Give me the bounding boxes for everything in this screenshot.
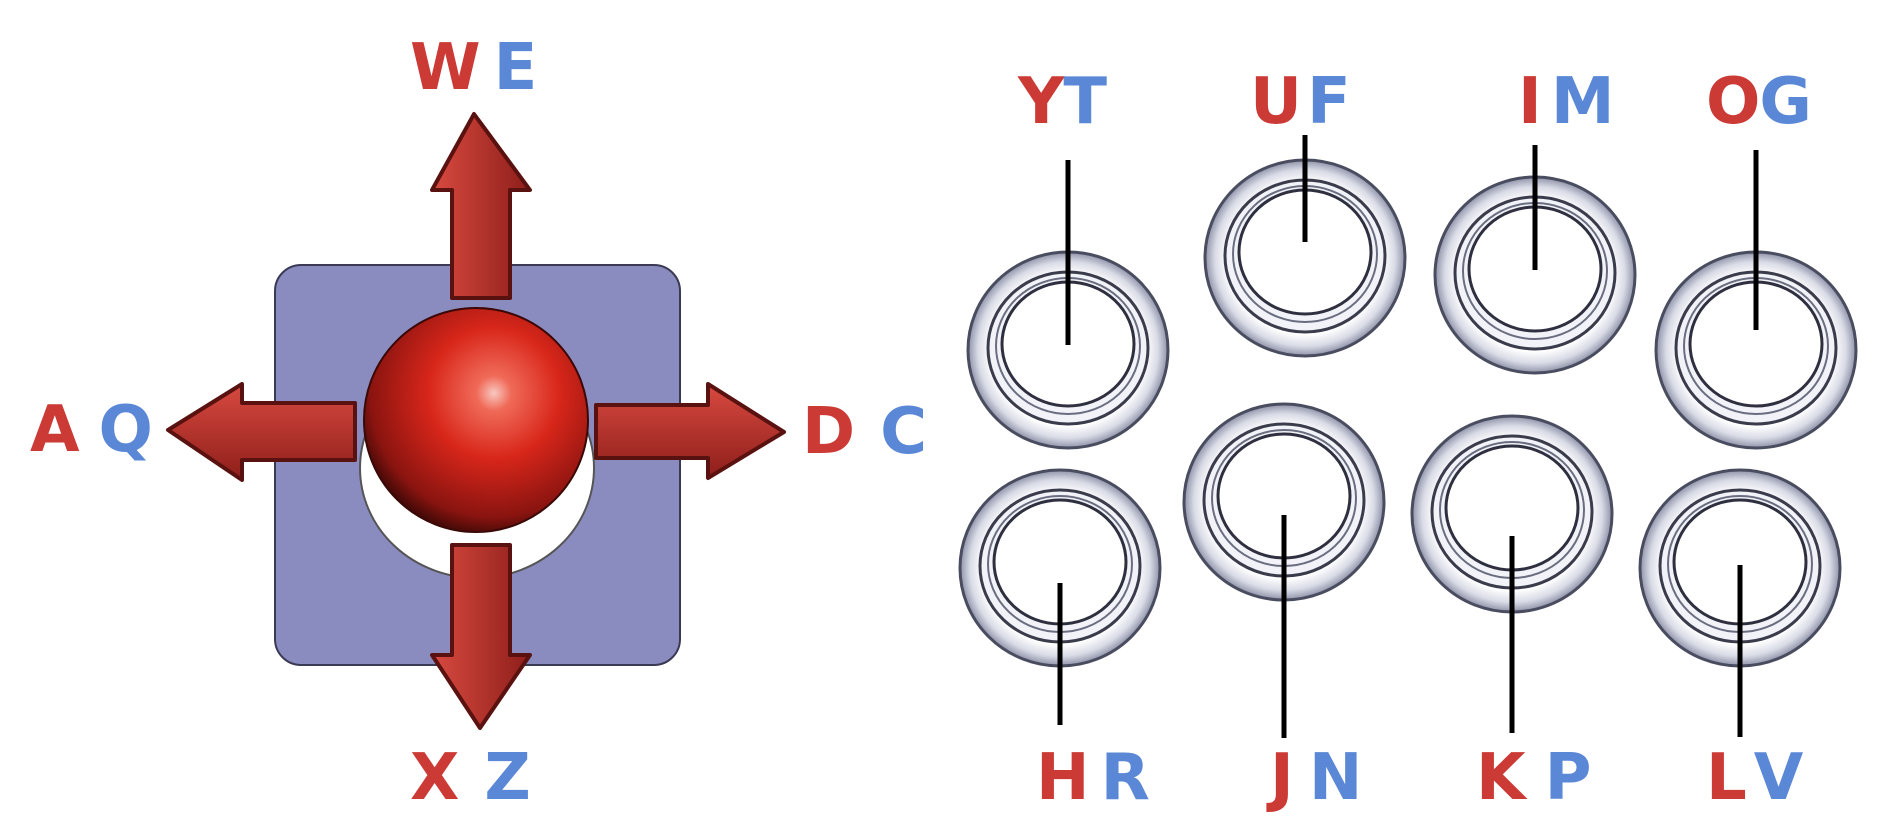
label-button-bottom-3-secondary: P	[1544, 741, 1592, 815]
label-button-top-1-primary: Y	[1018, 65, 1064, 139]
label-button-top-4-primary: O	[1706, 65, 1760, 139]
label-button-bottom-3-primary: K	[1476, 741, 1526, 815]
label-button-bottom-2-secondary: N	[1308, 741, 1363, 815]
label-button-bottom-2-primary: J	[1270, 741, 1294, 815]
label-button-top-2-secondary: F	[1306, 65, 1351, 139]
label-button-top-3-secondary: M	[1550, 65, 1615, 139]
label-button-bottom-1-secondary: R	[1100, 741, 1150, 815]
label-up-primary: W	[410, 31, 481, 105]
arcade-button-top-4	[1654, 250, 1858, 450]
label-down-primary: X	[410, 741, 459, 815]
arrow-left-icon	[166, 382, 357, 482]
label-left-primary: A	[30, 393, 80, 467]
label-up-secondary: E	[493, 31, 538, 105]
arrow-down-icon	[430, 543, 532, 730]
joystick-ball	[363, 307, 589, 533]
label-button-bottom-1-primary: H	[1036, 741, 1090, 815]
label-right-secondary: C	[880, 395, 927, 469]
arrow-right-icon	[594, 382, 786, 480]
label-left-secondary: Q	[98, 393, 153, 467]
label-button-top-2: UF	[1250, 70, 1351, 134]
label-button-bottom-4-primary: L	[1706, 741, 1747, 815]
arrow-up-icon	[430, 112, 532, 300]
label-button-top-1: YT	[1018, 70, 1107, 134]
label-button-bottom-4-secondary: V	[1753, 741, 1804, 815]
arcade-button-top-3	[1433, 175, 1637, 375]
label-button-top-2-primary: U	[1250, 65, 1302, 139]
label-button-top-1-secondary: T	[1063, 65, 1107, 139]
label-button-top-4-secondary: G	[1759, 65, 1812, 139]
arcade-button-bottom-1	[958, 468, 1162, 668]
label-button-top-3-primary: I	[1518, 65, 1542, 139]
label-button-top-4: OG	[1706, 70, 1812, 134]
label-down-secondary: Z	[484, 741, 530, 815]
label-right-primary: D	[802, 395, 855, 469]
arcade-button-bottom-3	[1410, 414, 1614, 614]
